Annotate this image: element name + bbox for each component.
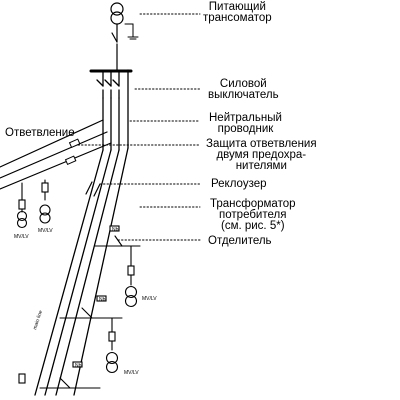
label-recloser: Реклоузер xyxy=(211,178,267,190)
main-line-tag: main line xyxy=(32,310,44,331)
main-switch-symbol xyxy=(111,32,118,43)
branch-transformer-2 xyxy=(39,179,51,224)
sectionalizer-symbol-low xyxy=(18,361,101,389)
branch-lines xyxy=(0,119,112,190)
mvlv-tag-3: MV/LV xyxy=(142,296,157,302)
power-switch-symbols xyxy=(96,71,120,99)
label-power-switch: Силовой выключатель xyxy=(208,78,279,101)
label-sectionalizer: Отделитель xyxy=(208,235,272,247)
label-neutral-conductor: Нейтральный проводник xyxy=(209,112,282,135)
branch-mvlv-tag-2: MV/LV xyxy=(38,228,53,234)
label-branch-protection: Защита ответвления двумя предохра- нител… xyxy=(206,138,317,172)
label-supply-transformer: Питающий трансоматор xyxy=(203,1,272,24)
branch-transformer-1 xyxy=(16,182,28,229)
branch-mvlv-tag-1: MV/LV xyxy=(14,234,29,240)
branch-fuse-icon xyxy=(64,138,81,166)
leader-lines xyxy=(77,13,201,241)
nb-tag-1: Nb xyxy=(112,227,119,233)
label-consumer-transformer: Трансформатор потребителя (см. рис. 5*) xyxy=(210,198,296,232)
mvlv-tag-4: MV/LV xyxy=(124,370,139,376)
consumer-transformer-2 xyxy=(59,295,123,374)
ground-icon xyxy=(127,36,139,40)
nb-tag-2: Nb xyxy=(99,297,106,303)
recloser-symbol xyxy=(85,181,101,197)
label-branch: Ответвление xyxy=(5,127,75,139)
nb-tag-3: Nb xyxy=(75,363,82,369)
supply-transformer-symbol xyxy=(110,2,124,25)
consumer-transformer-1 xyxy=(94,225,141,308)
